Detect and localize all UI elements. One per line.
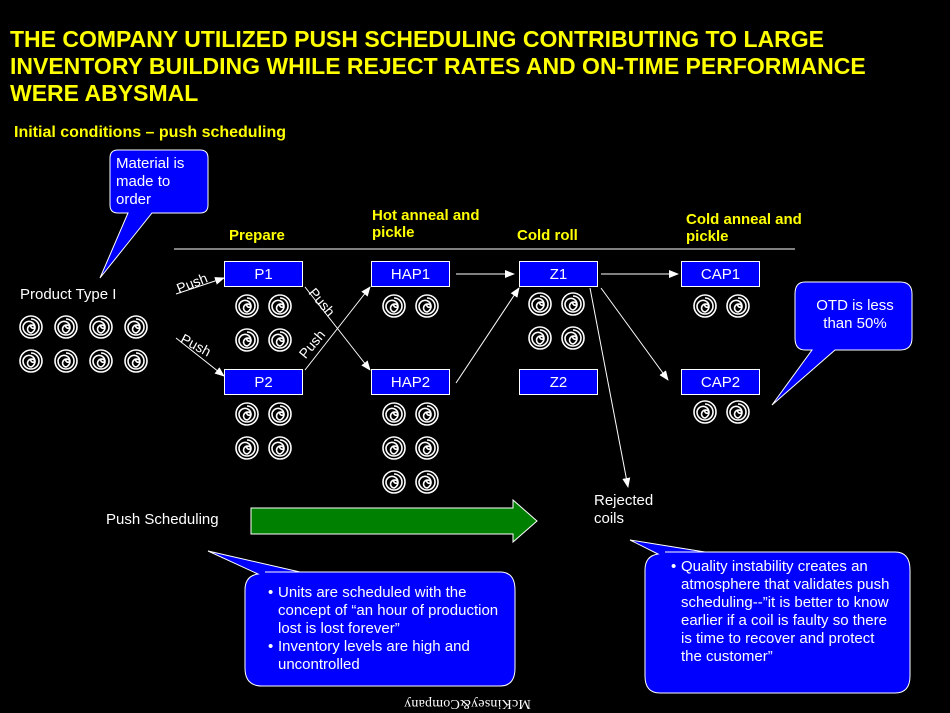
units-callout-text: Units are scheduled with the concept of … bbox=[256, 584, 506, 674]
box-cap2: CAP2 bbox=[681, 369, 760, 395]
otd-callout-shape bbox=[771, 281, 913, 406]
box-p1: P1 bbox=[224, 261, 303, 287]
stage-prepare: Prepare bbox=[229, 227, 285, 244]
page-subtitle: Initial conditions – push scheduling bbox=[14, 124, 287, 141]
rejected-coils-label: Rejected coils bbox=[594, 492, 654, 527]
stage-cold-roll: Cold roll bbox=[517, 227, 578, 244]
box-z1: Z1 bbox=[519, 261, 598, 287]
push-scheduling-arrow bbox=[250, 498, 538, 544]
box-cap1: CAP1 bbox=[681, 261, 760, 287]
arrow-z1-cap2 bbox=[600, 287, 669, 381]
quality-callout-text: Quality instability creates an atmospher… bbox=[659, 558, 894, 666]
arrow-p2-hap1 bbox=[304, 286, 371, 371]
box-p2: P2 bbox=[224, 369, 303, 395]
mckinsey-logo: McKinsey&Company bbox=[404, 695, 531, 711]
quality-bullet-1: Quality instability creates an atmospher… bbox=[671, 558, 894, 666]
otd-callout-text: OTD is less than 50% bbox=[816, 297, 894, 332]
product-type-label: Product Type I bbox=[20, 286, 117, 303]
arrow-hap2-z1 bbox=[455, 287, 520, 384]
push-arrow-p2 bbox=[175, 337, 225, 377]
page-title: THE COMPANY UTILIZED PUSH SCHEDULING CON… bbox=[10, 26, 866, 106]
push-scheduling-label: Push Scheduling bbox=[106, 511, 219, 528]
stage-cold-anneal: Cold anneal and pickle bbox=[686, 211, 802, 245]
box-z2: Z2 bbox=[519, 369, 598, 395]
material-callout-text: Material is made to order bbox=[116, 155, 185, 208]
box-hap1: HAP1 bbox=[371, 261, 450, 287]
box-hap2: HAP2 bbox=[371, 369, 450, 395]
material-callout-shape bbox=[99, 149, 209, 279]
stage-hot-anneal: Hot anneal and pickle bbox=[372, 207, 480, 241]
units-bullet-2: Inventory levels are high and uncontroll… bbox=[268, 638, 506, 674]
arrow-z1-rejected bbox=[589, 287, 631, 488]
units-bullet-1: Units are scheduled with the concept of … bbox=[268, 584, 506, 638]
push-arrow-p1 bbox=[175, 277, 225, 295]
